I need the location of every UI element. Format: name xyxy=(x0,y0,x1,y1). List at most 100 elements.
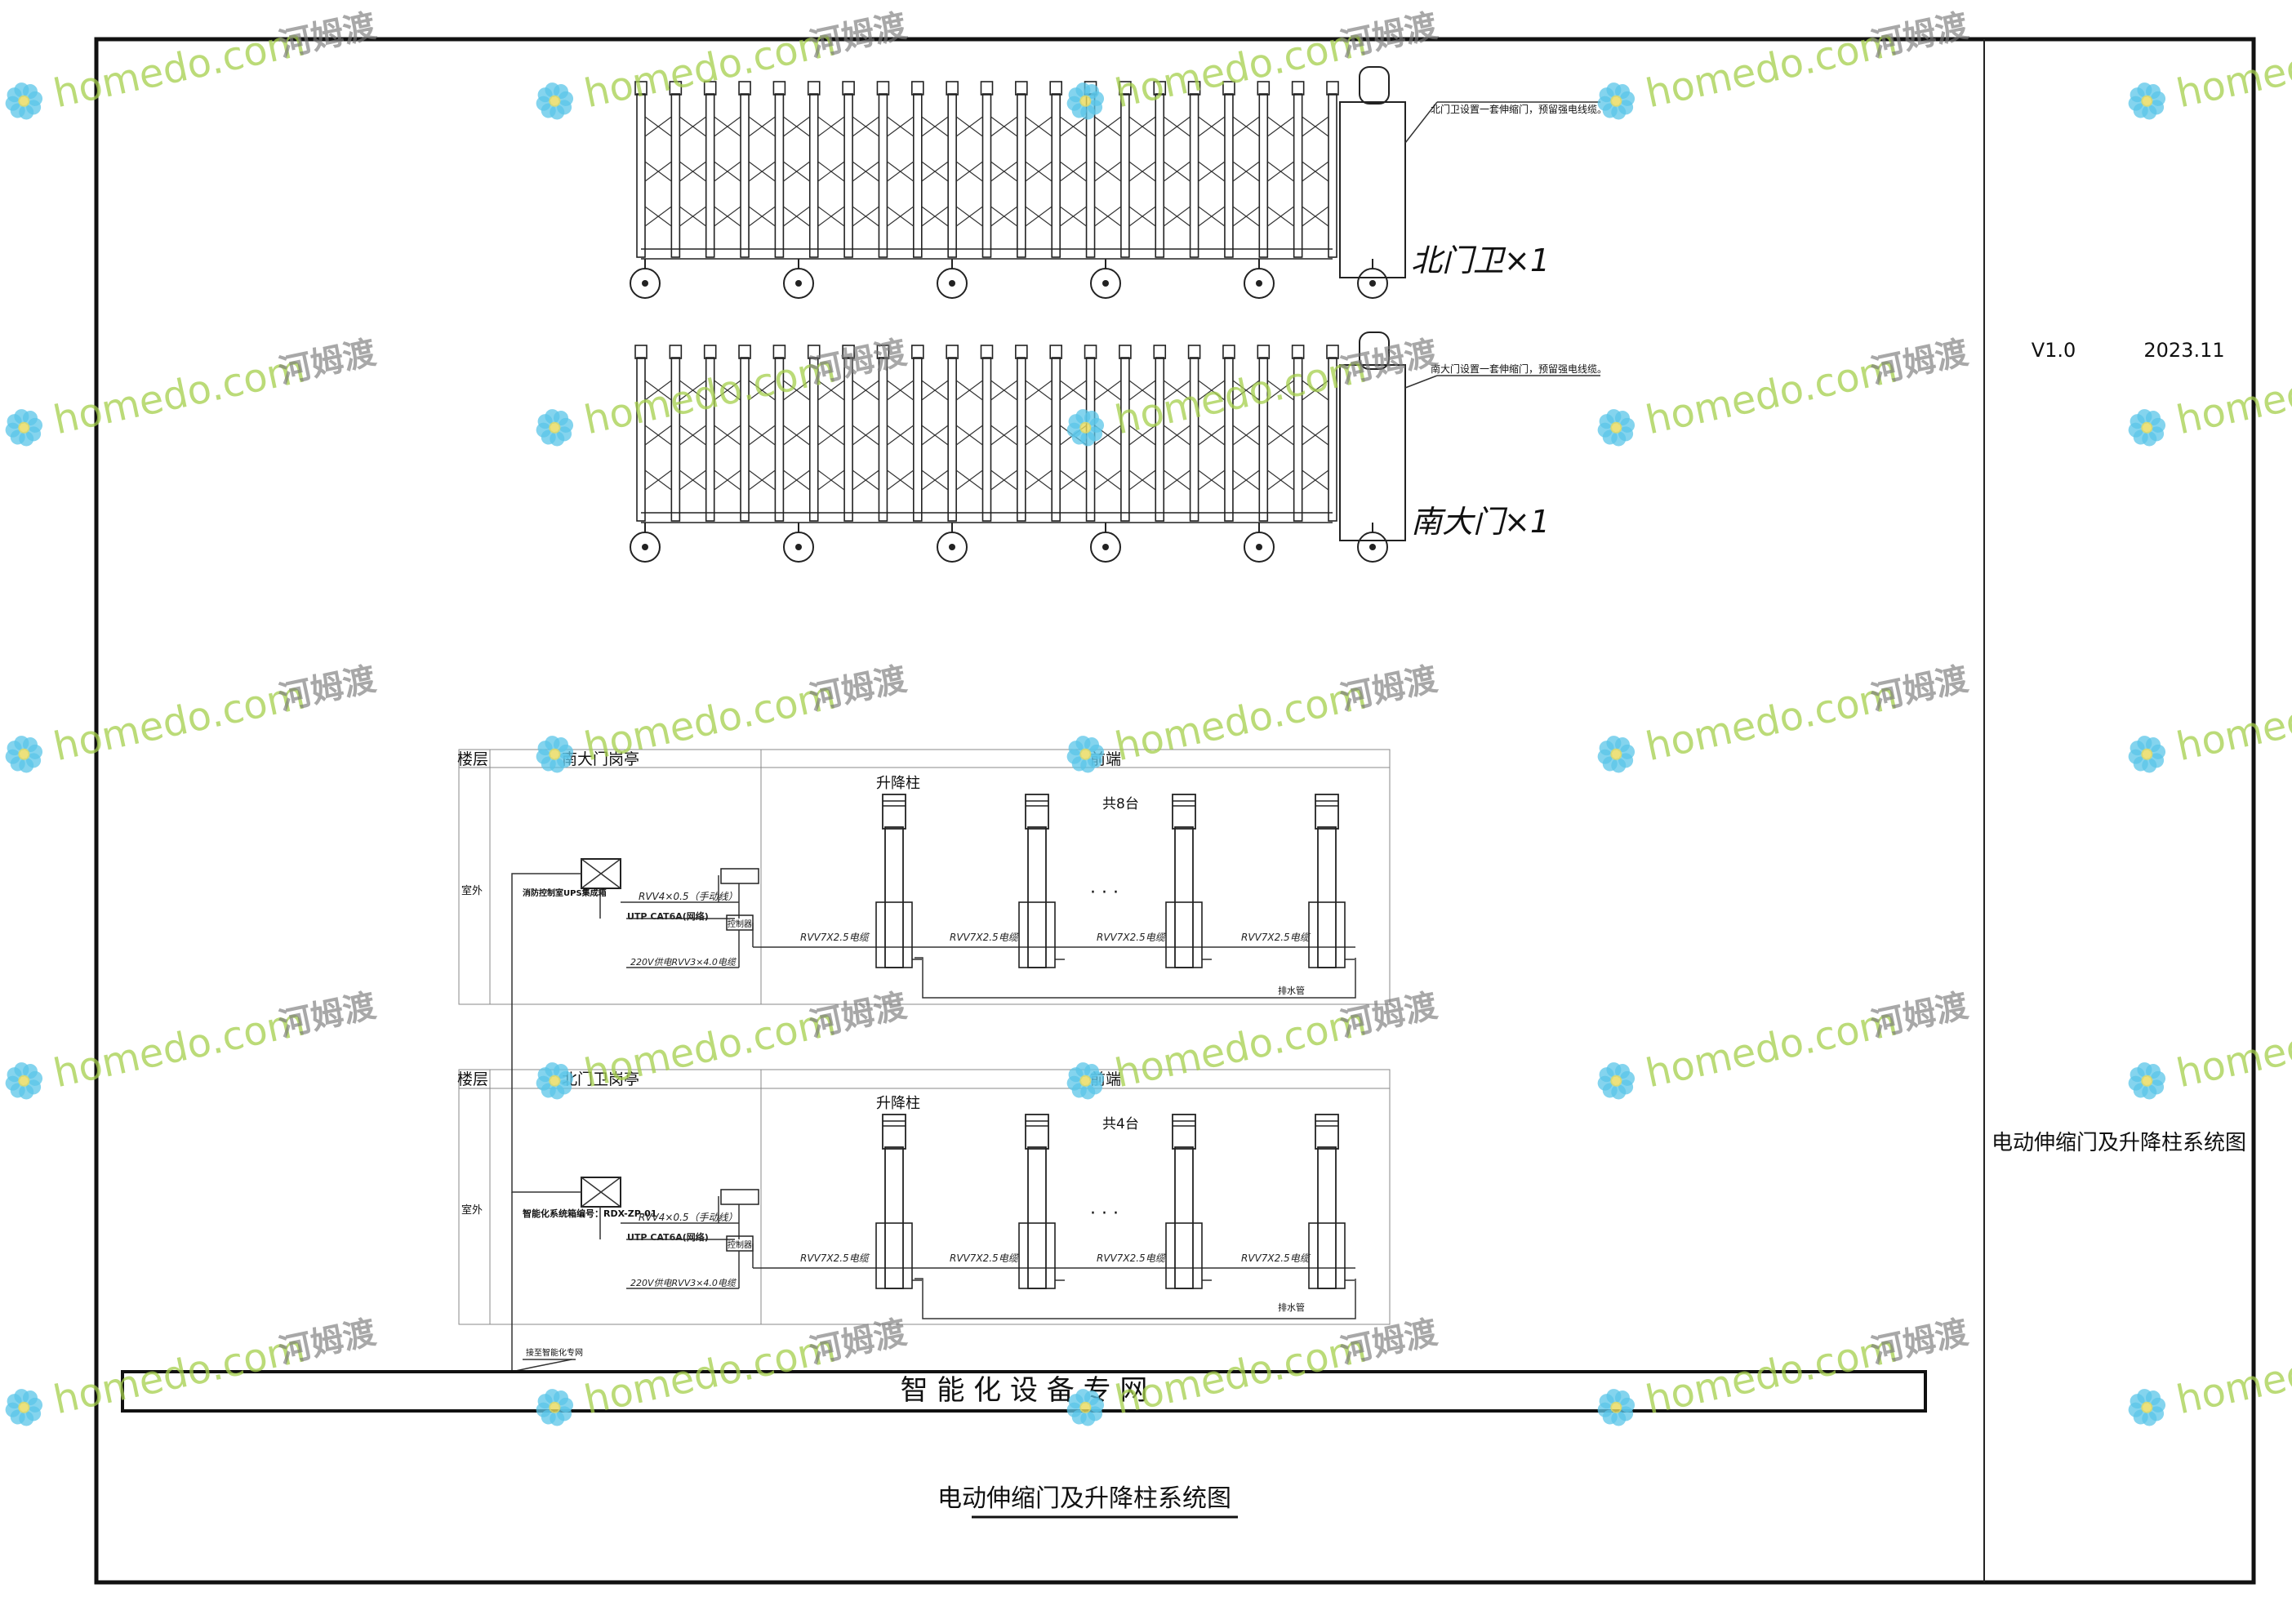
post-count: 共8台 xyxy=(1102,796,1139,812)
segment-cable: RVV7X2.5电缆 xyxy=(800,1252,870,1264)
gate-motor-cap xyxy=(1359,66,1390,105)
bollard-cap xyxy=(882,794,906,830)
watermark-cjk: 河姆渡 xyxy=(1867,334,1971,391)
watermark-cjk: 河姆渡 xyxy=(275,987,379,1044)
gate-label: 北门卫×1 xyxy=(1411,242,1550,278)
watermark-cjk: 河姆渡 xyxy=(1867,1314,1971,1371)
bollard-base xyxy=(1165,901,1203,968)
gate-post xyxy=(913,357,923,522)
gate-post-cap xyxy=(911,81,924,96)
gate-post-cap xyxy=(1153,81,1167,96)
segment-cable: RVV7X2.5电缆 xyxy=(950,932,1020,943)
watermark-latin: homedo.com xyxy=(1111,1325,1371,1423)
gate-post-cap xyxy=(703,81,717,96)
gate-post-cap xyxy=(980,81,994,96)
gate-post-cap xyxy=(772,345,786,359)
bollard xyxy=(1174,826,1194,968)
bollard-cap xyxy=(1315,1114,1339,1150)
control-box-label: 智能化系统箱编号：RDX-ZP-01 xyxy=(523,1208,656,1219)
gate-post xyxy=(808,93,819,258)
watermark-latin: homedo.com xyxy=(2173,999,2292,1097)
bollard-base xyxy=(1018,1222,1056,1289)
gate-post-cap xyxy=(876,345,890,359)
gate-post xyxy=(740,93,750,258)
watermark-latin: homedo.com xyxy=(2173,672,2292,770)
gate-post xyxy=(843,357,853,522)
watermark-cjk: 河姆渡 xyxy=(806,987,910,1044)
drain-label: 排水管 xyxy=(1278,1301,1305,1313)
gate-post-cap xyxy=(807,81,821,96)
gate-post xyxy=(1224,357,1234,522)
drawing-frame xyxy=(94,37,2256,1585)
watermark-latin: homedo.com xyxy=(1111,999,1371,1097)
floor-header: 楼层 xyxy=(457,750,488,768)
booth-label: 南大门岗亭 xyxy=(562,750,639,768)
floor-value: 室外 xyxy=(461,884,483,897)
watermark-latin: homedo.com xyxy=(581,1325,840,1423)
bollard xyxy=(1317,1146,1337,1289)
watermark-cjk: 河姆渡 xyxy=(806,334,910,391)
gate-post-cap xyxy=(703,345,717,359)
gate-post xyxy=(1051,357,1061,522)
drain-label: 排水管 xyxy=(1278,985,1305,996)
cable-power: 220V供电RVV3×4.0电缆 xyxy=(630,1278,737,1288)
gate-note: 北门卫设置一套伸缩门，预留强电线缆。 xyxy=(1431,103,1607,115)
watermark-cjk: 河姆渡 xyxy=(1337,1314,1440,1371)
cable-utp: UTP CAT6A(网络) xyxy=(627,1231,709,1243)
watermark-latin: homedo.com xyxy=(50,1325,309,1423)
gate-post xyxy=(981,357,992,522)
watermark-cjk: 河姆渡 xyxy=(1337,661,1440,718)
gate-post xyxy=(670,357,681,522)
gate-post-cap xyxy=(634,345,648,359)
gate-motor-housing xyxy=(1339,101,1406,278)
ellipsis: · · · xyxy=(1090,883,1119,903)
gate-post xyxy=(705,93,715,258)
watermark-latin: homedo.com xyxy=(581,345,840,443)
segment-cable: RVV7X2.5电缆 xyxy=(800,932,870,943)
watermark-cjk: 河姆渡 xyxy=(1337,987,1440,1044)
watermark-latin: homedo.com xyxy=(1642,19,1902,117)
gate-post xyxy=(1293,93,1303,258)
watermark-cjk: 河姆渡 xyxy=(806,661,910,718)
watermark-latin: homedo.com xyxy=(2173,1325,2292,1423)
gate-post-cap xyxy=(1084,345,1097,359)
gate-post-cap xyxy=(946,81,959,96)
gate-post-cap xyxy=(946,345,959,359)
gate-post xyxy=(1328,357,1337,522)
watermark-latin: homedo.com xyxy=(1111,19,1371,117)
bollard-base xyxy=(1308,901,1346,968)
gate-post-cap xyxy=(1222,81,1235,96)
network-bar xyxy=(121,1370,1927,1413)
gate-post xyxy=(774,357,785,522)
gate-post-cap xyxy=(1187,81,1201,96)
bollard-cap xyxy=(1315,794,1339,830)
bollard-system-north: 楼层 北门卫岗亭 前端 室外 升降柱 共4台 · · · 智能化系统箱编号：RD… xyxy=(457,1069,1391,1325)
watermark-latin: homedo.com xyxy=(50,999,309,1097)
bollard xyxy=(1027,1146,1047,1289)
gate-post-cap xyxy=(669,81,683,96)
bollard-cap xyxy=(1025,1114,1049,1150)
gate-post xyxy=(947,357,957,522)
watermark-latin: homedo.com xyxy=(581,999,840,1097)
gate-post xyxy=(1293,357,1303,522)
gate-post xyxy=(808,357,819,522)
bollard-cap xyxy=(882,1114,906,1150)
gate-post-cap xyxy=(772,81,786,96)
gate-post-cap xyxy=(1257,81,1271,96)
control-box-label: 消防控制室UPS集成箱 xyxy=(523,888,607,898)
bollard-base xyxy=(1165,1222,1203,1289)
main-title: 电动伸缩门及升降柱系统图 xyxy=(937,1484,1231,1513)
gate-post-cap xyxy=(634,81,648,96)
gate-post-cap xyxy=(1326,81,1339,96)
watermark-latin: homedo.com xyxy=(50,19,309,117)
segment-cable: RVV7X2.5电缆 xyxy=(1241,1252,1311,1264)
gate-post xyxy=(1017,357,1026,522)
segment-cable: RVV7X2.5电缆 xyxy=(1097,1252,1167,1264)
floor-header: 楼层 xyxy=(457,1070,488,1088)
